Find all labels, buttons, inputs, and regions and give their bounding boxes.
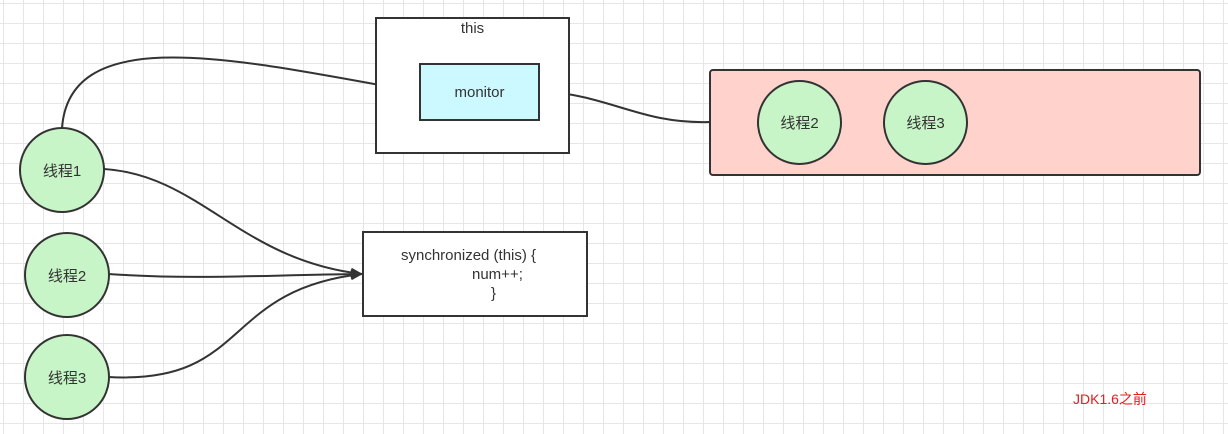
synchronized-code-box xyxy=(362,231,588,317)
jdk-version-note: JDK1.6之前 xyxy=(1073,391,1147,407)
queued-thread-3: 线程3 xyxy=(883,80,968,165)
code-line-3: } xyxy=(491,285,497,302)
queued-thread-2: 线程2 xyxy=(757,80,842,165)
thread-1-node: 线程1 xyxy=(19,127,105,213)
thread-2-node: 线程2 xyxy=(24,232,110,318)
code-line-1: synchronized (this) { xyxy=(401,247,537,264)
thread-3-node: 线程3 xyxy=(24,334,110,420)
arrow-thread3-to-code xyxy=(107,270,363,379)
monitor-box: monitor xyxy=(419,63,540,121)
code-line-2: num++; xyxy=(472,266,523,283)
monitor-label: monitor xyxy=(454,83,505,101)
arrow-thread1-to-code xyxy=(103,168,363,278)
arrow-thread2-to-code xyxy=(107,269,363,280)
arrow-thread1-to-monitor xyxy=(61,56,419,129)
this-object-title: this xyxy=(460,20,485,37)
